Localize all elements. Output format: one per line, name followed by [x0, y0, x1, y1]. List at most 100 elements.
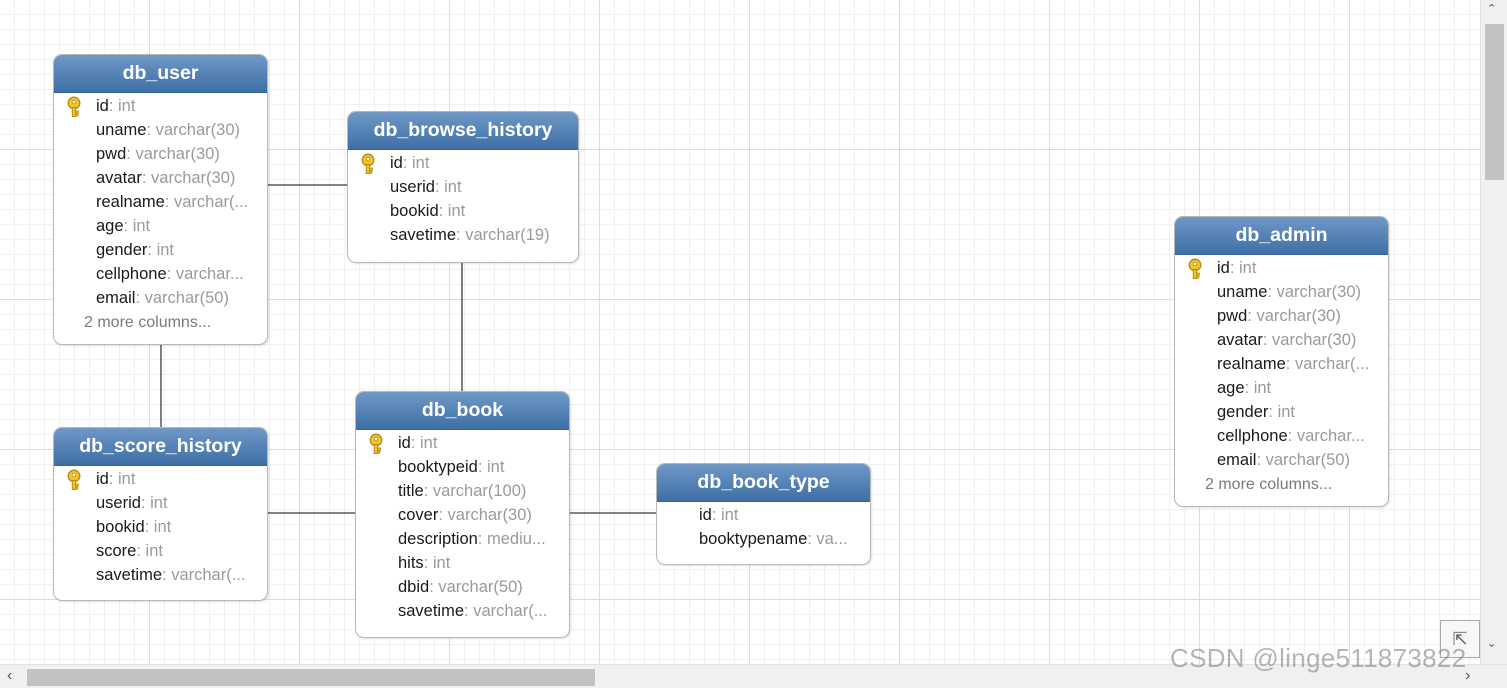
vertical-scroll-thumb[interactable] [1485, 24, 1504, 180]
column-type: varchar(30) [155, 121, 240, 139]
column-row[interactable]: pwd: varchar(30) [1217, 307, 1341, 325]
scroll-right-icon[interactable]: › [1465, 667, 1471, 684]
vertical-scrollbar[interactable]: ˆ ˇ [1480, 0, 1507, 664]
table-db-browse-history[interactable]: db_browse_history id: int userid: int bo… [347, 111, 579, 263]
column-row[interactable]: booktypeid: int [398, 458, 505, 476]
column-type: varchar(... [173, 193, 249, 211]
column-name: id [398, 434, 411, 452]
column-row[interactable]: age: int [96, 217, 151, 235]
scroll-left-icon[interactable]: ‹ [7, 667, 13, 684]
table-db-user[interactable]: db_user id: int uname: varchar(30) pwd: … [53, 54, 268, 345]
column-row[interactable]: hits: int [398, 554, 451, 572]
column-row[interactable]: id: int [1175, 256, 1388, 280]
column-row[interactable]: userid: int [390, 178, 462, 196]
table-title: db_book_type [657, 464, 870, 502]
column-type: int [486, 458, 505, 476]
column-type: int [412, 154, 430, 172]
column-row[interactable]: gender: int [96, 241, 174, 259]
column-row[interactable]: id: int [356, 431, 569, 455]
column-name: id [699, 506, 712, 524]
scroll-down-icon[interactable]: ˇ [1489, 643, 1495, 660]
column-type: varchar... [175, 265, 244, 283]
column-name: id [96, 97, 109, 115]
column-row[interactable]: id: int [699, 506, 739, 524]
column-type: varchar(50) [438, 578, 523, 596]
relation-lines [160, 184, 656, 514]
column-row[interactable]: booktypename: va... [699, 530, 848, 548]
column-type: int [432, 554, 451, 572]
column-row[interactable]: cellphone: varchar... [96, 265, 244, 283]
column-row[interactable]: uname: varchar(30) [1217, 283, 1361, 301]
column-row[interactable]: bookid: int [96, 518, 172, 536]
column-name: uname [1217, 283, 1268, 301]
column-type: varchar(50) [144, 289, 229, 307]
column-row[interactable]: dbid: varchar(50) [398, 578, 523, 596]
table-db-book-type[interactable]: db_book_type id: int booktypename: va... [656, 463, 871, 565]
column-type: int [447, 202, 466, 220]
column-name: email [1217, 451, 1257, 469]
more-columns-link[interactable]: 2 more columns... [84, 314, 212, 331]
table-title: db_browse_history [348, 112, 578, 150]
column-name: score [96, 542, 137, 560]
table-title: db_book [356, 392, 569, 430]
column-row[interactable]: email: varchar(50) [96, 289, 229, 307]
column-type: int [420, 434, 438, 452]
column-name: bookid [96, 518, 145, 536]
horizontal-scrollbar[interactable]: ‹ › [0, 664, 1507, 688]
column-row[interactable]: savetime: varchar(... [398, 602, 548, 620]
column-row[interactable]: pwd: varchar(30) [96, 145, 220, 163]
column-row[interactable]: age: int [1217, 379, 1272, 397]
primary-key-icon [66, 469, 86, 491]
table-db-admin[interactable]: db_admin id: int uname: varchar(30) pwd:… [1174, 216, 1389, 507]
column-row[interactable]: avatar: varchar(30) [96, 169, 236, 187]
column-type: int [118, 470, 136, 488]
column-row[interactable]: id: int [348, 151, 578, 175]
column-type: va... [816, 530, 848, 548]
more-columns-link[interactable]: 2 more columns... [1205, 476, 1333, 493]
column-name: savetime [390, 226, 457, 244]
column-type: int [118, 97, 136, 115]
expand-arrow-icon: ⇱ [1452, 629, 1468, 649]
column-row[interactable]: score: int [96, 542, 163, 560]
column-row[interactable]: uname: varchar(30) [96, 121, 240, 139]
diagram-canvas[interactable]: db_user id: int uname: varchar(30) pwd: … [0, 0, 1480, 664]
column-type: mediu... [486, 530, 546, 548]
column-row[interactable]: cover: varchar(30) [398, 506, 532, 524]
column-row[interactable]: email: varchar(50) [1217, 451, 1350, 469]
column-type: varchar(... [1294, 355, 1370, 373]
column-row[interactable]: id: int [54, 94, 267, 118]
horizontal-scroll-thumb[interactable] [27, 669, 595, 686]
column-row[interactable]: realname: varchar(... [1217, 355, 1370, 373]
column-row[interactable]: id: int [54, 467, 267, 491]
column-row[interactable]: description: mediu... [398, 530, 546, 548]
column-row[interactable]: savetime: varchar(19) [390, 226, 550, 244]
column-type: varchar... [1296, 427, 1365, 445]
column-name: bookid [390, 202, 439, 220]
column-name: userid [96, 494, 141, 512]
scroll-up-icon[interactable]: ˆ [1489, 3, 1495, 20]
column-name: realname [1217, 355, 1286, 373]
column-type: varchar(30) [135, 145, 220, 163]
column-name: booktypename [699, 530, 808, 548]
column-row[interactable]: cellphone: varchar... [1217, 427, 1365, 445]
fit-view-button[interactable]: ⇱ [1440, 620, 1480, 658]
column-name: gender [1217, 403, 1269, 421]
column-name: title [398, 482, 424, 500]
watermark: CSDN @linge511873822 [1170, 643, 1467, 673]
column-row[interactable]: gender: int [1217, 403, 1295, 421]
column-row[interactable]: savetime: varchar(... [96, 566, 246, 584]
column-name: cellphone [96, 265, 167, 283]
column-row[interactable]: realname: varchar(... [96, 193, 249, 211]
column-row[interactable]: avatar: varchar(30) [1217, 331, 1357, 349]
column-name: realname [96, 193, 165, 211]
column-type: varchar(... [473, 602, 548, 620]
column-type: varchar(30) [151, 169, 236, 187]
column-row[interactable]: userid: int [96, 494, 168, 512]
table-title: db_user [54, 55, 267, 93]
table-db-book[interactable]: db_book id: int booktypeid: int title: v… [355, 391, 570, 638]
column-name: savetime [398, 602, 465, 620]
column-name: avatar [96, 169, 142, 187]
column-row[interactable]: title: varchar(100) [398, 482, 527, 500]
table-db-score-history[interactable]: db_score_history id: int userid: int boo… [53, 427, 268, 601]
column-row[interactable]: bookid: int [390, 202, 466, 220]
